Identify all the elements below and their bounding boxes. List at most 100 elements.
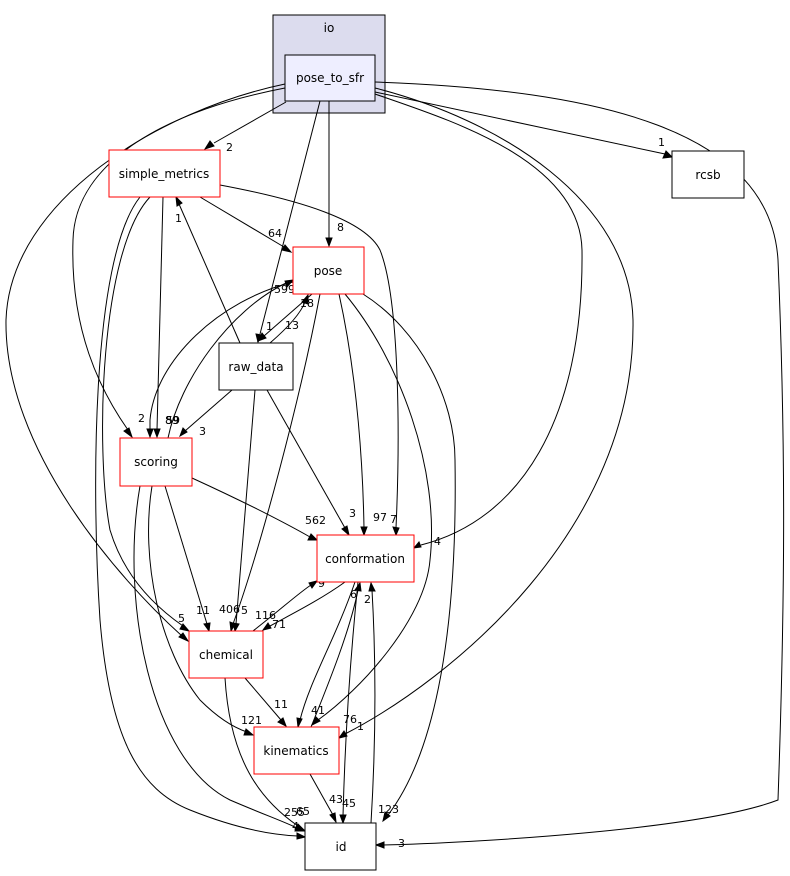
edge-label[interactable]: 45	[342, 797, 356, 810]
edge-line	[199, 196, 285, 248]
edge-arrowhead	[368, 581, 376, 592]
edge-scoring-to-id: 255	[133, 485, 306, 832]
edge-arrowhead	[341, 525, 350, 537]
edge-pose-to-sfr-to-chemical: 5	[5, 83, 286, 643]
edge-line	[269, 581, 346, 627]
edge-arrowhead	[281, 244, 293, 253]
edge-line	[102, 196, 184, 627]
node-label: id	[336, 840, 347, 854]
edge-label[interactable]: 8	[337, 221, 344, 234]
edge-label[interactable]: 4	[292, 820, 299, 833]
node-kinematics[interactable]: kinematics	[253, 726, 340, 775]
node-box	[253, 726, 340, 775]
edge-chemical-to-conformation: 9	[252, 577, 325, 632]
edge-pose-to-kinematics: 76	[310, 293, 433, 727]
edges-layer: 1281245136459711413899711676123118335599…	[5, 81, 785, 850]
edge-arrowhead	[374, 841, 385, 849]
edge-kinematics-to-conformation: 6	[310, 581, 362, 728]
edge-arrowhead	[179, 623, 191, 632]
edge-label[interactable]: 97	[373, 511, 387, 524]
edge-label[interactable]: 562	[305, 514, 326, 527]
edge-label[interactable]: 121	[241, 714, 262, 727]
edge-label[interactable]: 5	[178, 612, 185, 625]
edge-arrowhead	[284, 279, 295, 288]
edge-label[interactable]: 599	[274, 283, 295, 296]
node-pose[interactable]: pose	[292, 246, 365, 295]
edge-arrowhead	[261, 622, 272, 631]
edge-pose-to-chemical: 116	[229, 293, 321, 633]
edge-label[interactable]: 89	[165, 414, 179, 427]
node-box	[316, 534, 415, 583]
edge-label[interactable]: 76	[343, 713, 357, 726]
node-pose-to-sfr[interactable]: pose_to_sfr	[284, 54, 376, 102]
node-label: pose	[314, 264, 343, 278]
edge-label[interactable]: 65	[296, 805, 310, 818]
edge-label[interactable]: 43	[329, 793, 343, 806]
edge-label[interactable]: 13	[285, 319, 299, 332]
edge-label[interactable]: 2	[364, 593, 371, 606]
edge-arrowhead	[392, 526, 400, 537]
edge-line	[269, 301, 306, 344]
edge-label[interactable]: 3	[398, 837, 405, 850]
edge-label[interactable]: 406	[219, 603, 240, 616]
edge-arrowhead	[123, 427, 133, 439]
edge-simple-metrics-to-conformation: 7	[219, 184, 400, 537]
edge-raw-data-to-scoring: 3	[179, 389, 233, 438]
edge-arrowhead	[325, 237, 333, 248]
edge-label[interactable]: 1	[658, 136, 665, 149]
edge-arrowhead	[329, 812, 337, 824]
edge-label[interactable]: 5	[241, 604, 248, 617]
edge-label[interactable]: 71	[272, 618, 286, 631]
node-chemical[interactable]: chemical	[188, 630, 264, 679]
edge-arrowhead	[179, 427, 188, 438]
edge-label[interactable]: 2	[138, 412, 145, 425]
edge-arrowhead	[339, 814, 347, 825]
node-id[interactable]: id	[304, 822, 377, 871]
edge-arrowhead	[203, 140, 215, 150]
edge-label[interactable]: 1	[175, 212, 182, 225]
edge-line	[259, 100, 321, 335]
edge-label[interactable]: 64	[268, 227, 282, 240]
edge-line	[133, 485, 298, 829]
edge-arrowhead	[178, 632, 190, 643]
edge-label[interactable]: 3	[349, 507, 356, 520]
edge-arrowhead	[203, 622, 211, 633]
edge-arrowhead	[277, 717, 287, 728]
edge-label[interactable]: 9	[318, 577, 325, 590]
edge-pose-to-scoring: 89	[146, 281, 294, 439]
cluster-io-label: io	[324, 21, 335, 35]
edge-label[interactable]: 1	[357, 720, 364, 733]
edge-arrowhead	[232, 622, 240, 633]
edge-label[interactable]: 123	[378, 803, 399, 816]
edge-line	[317, 293, 433, 721]
edge-conformation-to-id: 45	[339, 581, 359, 825]
edge-label[interactable]: 11	[274, 698, 288, 711]
node-scoring[interactable]: scoring	[119, 437, 193, 487]
node-simple-metrics[interactable]: simple_metrics	[108, 149, 221, 198]
edge-label[interactable]: 255	[284, 806, 305, 819]
edge-label[interactable]: 1	[266, 320, 273, 333]
edge-id-to-conformation: 2	[364, 581, 376, 824]
edge-label[interactable]: 7	[390, 513, 397, 526]
edge-arrowhead	[308, 580, 319, 589]
edge-label[interactable]: 3	[199, 425, 206, 438]
edge-label[interactable]: 116	[255, 609, 276, 622]
node-conformation[interactable]: conformation	[316, 534, 415, 583]
edge-arrowhead	[296, 832, 307, 840]
node-raw-data[interactable]: raw_data	[218, 342, 294, 391]
edge-arrowhead	[243, 728, 255, 736]
node-rcsb[interactable]: rcsb	[671, 150, 745, 199]
edge-raw-data-to-pose: 18	[269, 293, 314, 344]
edge-line	[95, 196, 299, 837]
edge-label[interactable]: 18	[300, 297, 314, 310]
edge-conformation-to-kinematics: 41	[296, 581, 356, 729]
edge-label[interactable]: 2	[226, 141, 233, 154]
edge-line	[178, 203, 241, 344]
edge-arrowhead	[310, 716, 321, 727]
edge-label[interactable]: 4	[434, 535, 441, 548]
edge-label[interactable]: 6	[350, 588, 357, 601]
edge-line	[299, 581, 356, 721]
edge-arrowhead	[146, 428, 154, 439]
edge-line	[342, 581, 359, 817]
edge-line	[370, 589, 376, 824]
